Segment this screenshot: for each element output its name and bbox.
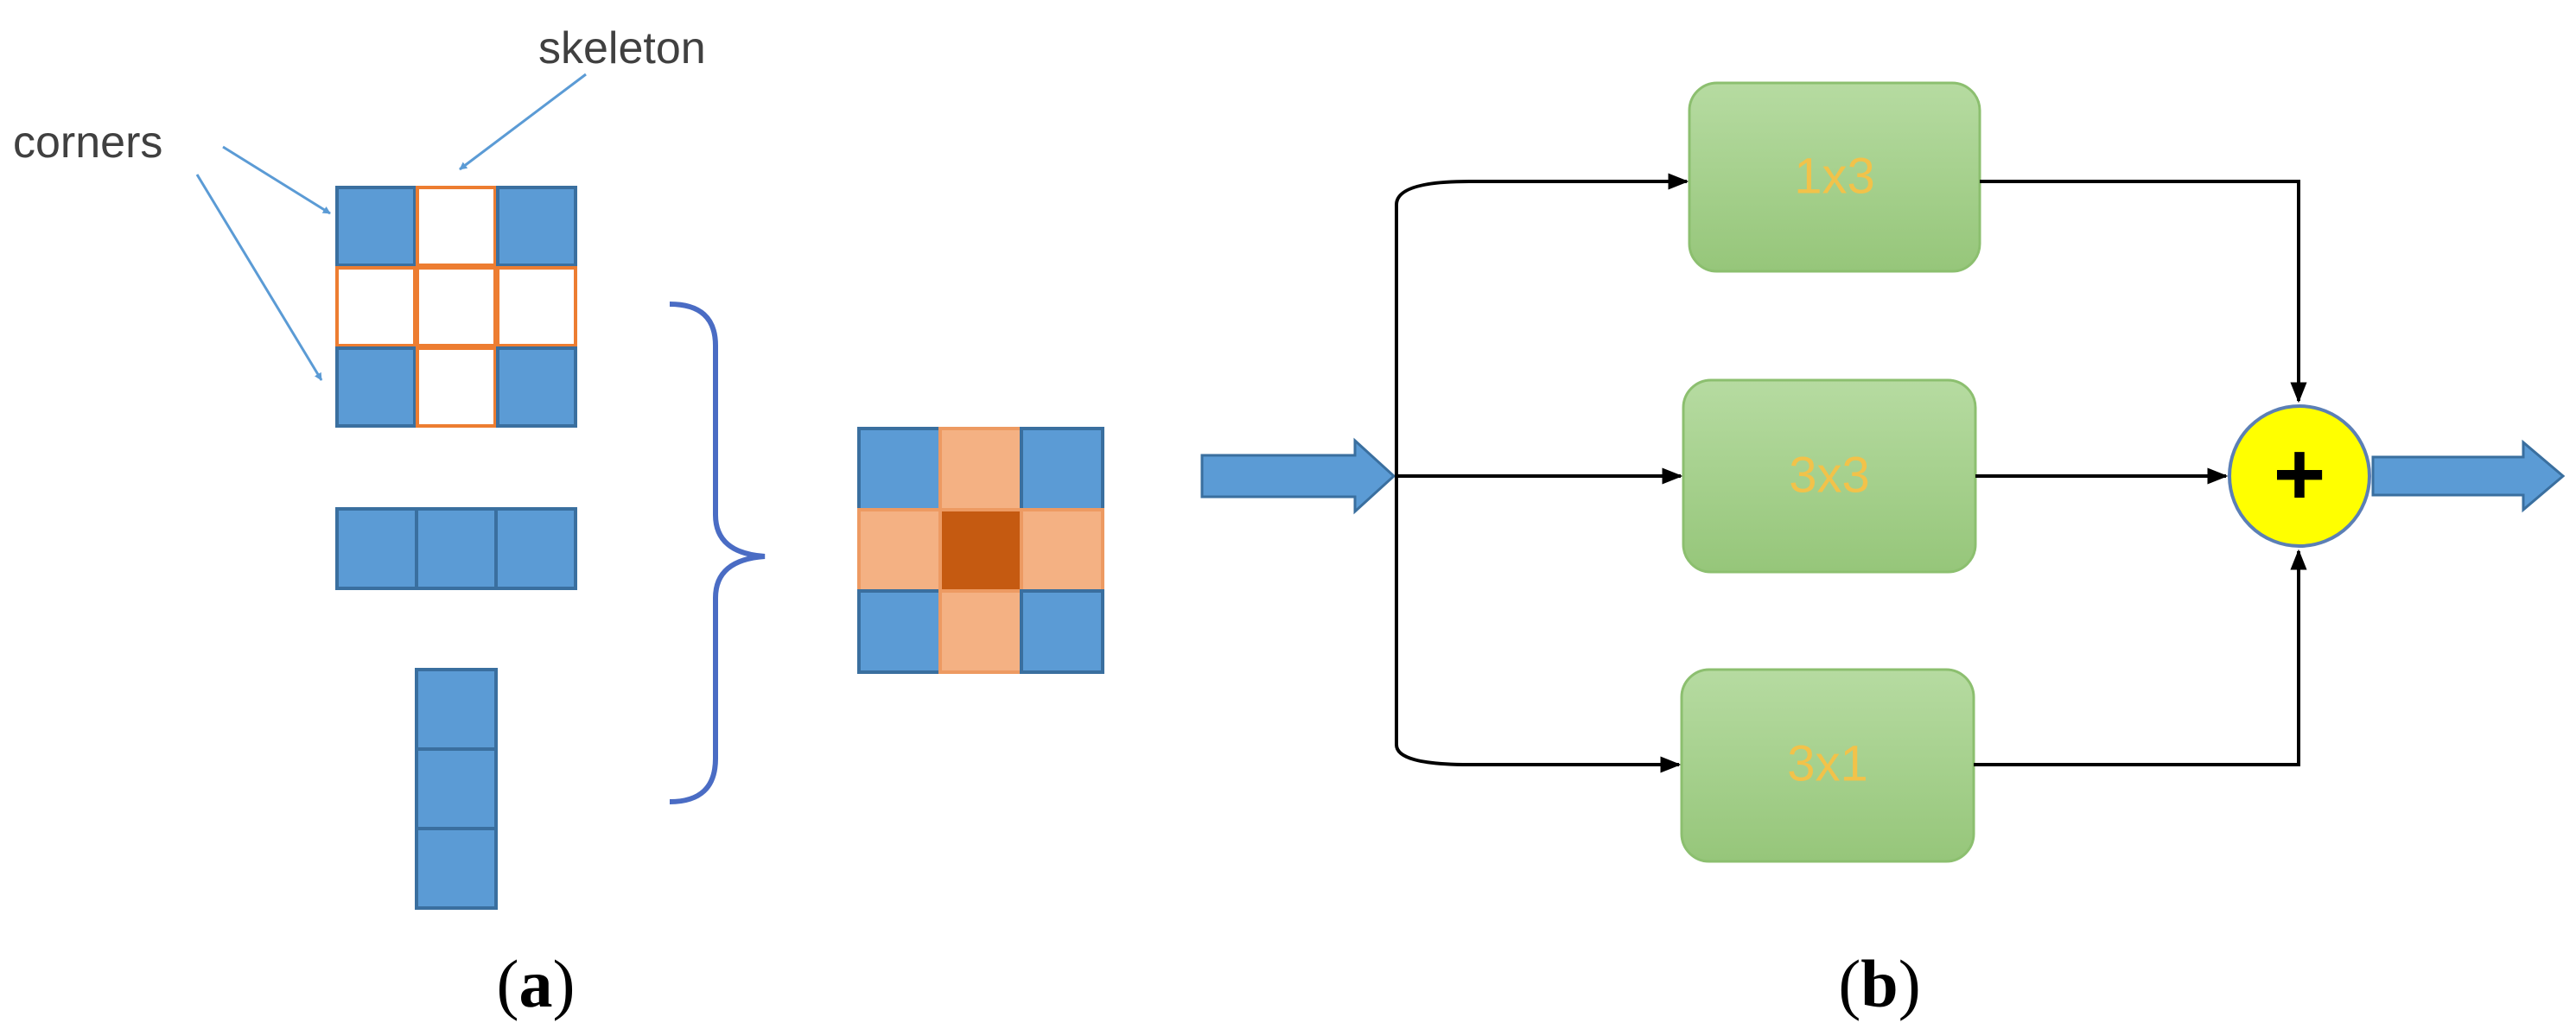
corners-arrow-bottom xyxy=(195,174,323,381)
connector-3x1-to-sum xyxy=(1974,549,2307,766)
kernel-cell xyxy=(335,507,418,590)
kernel-skeleton-cell xyxy=(416,186,497,267)
kernel-3x3-skeleton-corners xyxy=(335,186,577,428)
kernel-corner-cell xyxy=(496,346,577,428)
corners-arrow-top xyxy=(222,145,331,215)
connector-1x3-to-sum xyxy=(1980,180,2307,403)
kernel-cell xyxy=(415,747,498,830)
conv-box-3x3-label: 3x3 xyxy=(1789,447,1870,503)
kernel-corner-cell xyxy=(335,186,417,267)
kernel-cell xyxy=(494,507,577,590)
connector-to-1x3 xyxy=(1395,173,1689,476)
caption-a: (a) xyxy=(497,946,576,1021)
kernel-cell xyxy=(415,507,498,590)
combined-skeleton-cell xyxy=(857,508,942,593)
caption-b-letter: b xyxy=(1860,946,1898,1021)
combined-center-cell xyxy=(938,508,1023,593)
kernel-cell xyxy=(415,668,498,751)
kernel-skeleton-cell xyxy=(416,346,497,428)
connector-to-3x1 xyxy=(1395,476,1682,773)
combined-skeleton-cell xyxy=(938,589,1023,674)
plus-icon: + xyxy=(2274,424,2326,524)
input-arrow xyxy=(1200,437,1396,515)
kernel-1x3 xyxy=(335,507,577,590)
panel-a: corners skeleton xyxy=(13,23,1104,1021)
skeleton-arrow xyxy=(459,73,587,171)
conv-box-1x3-rect xyxy=(1688,81,1981,273)
conv-box-3x3: 3x3 xyxy=(1682,378,1977,574)
panel-b: 1x3 3x3 3x1 + (b) xyxy=(1200,81,2566,1021)
combined-corner-cell xyxy=(1020,589,1104,674)
skeleton-label: skeleton xyxy=(538,23,706,73)
kernel-corner-cell xyxy=(496,186,577,267)
kernel-cell xyxy=(415,827,498,910)
kernel-skeleton-cell xyxy=(416,266,497,347)
output-arrow xyxy=(2371,439,2566,513)
corners-label: corners xyxy=(13,118,162,168)
curly-brace xyxy=(669,302,766,804)
caption-a-letter: a xyxy=(519,946,553,1021)
kernel-skeleton-cell xyxy=(335,266,417,347)
kernel-skeleton-cell xyxy=(496,266,577,347)
sum-node: + xyxy=(2228,404,2371,548)
kernel-corner-cell xyxy=(335,346,417,428)
conv-box-3x1: 3x1 xyxy=(1680,668,1975,863)
conv-box-1x3: 1x3 xyxy=(1688,81,1981,273)
caption-b: (b) xyxy=(1838,946,1920,1021)
combined-corner-cell xyxy=(1020,427,1104,511)
combined-corner-cell xyxy=(857,427,942,511)
kernel-3x1 xyxy=(415,668,498,910)
conv-box-3x1-label: 3x1 xyxy=(1787,735,1868,791)
conv-box-1x3-label: 1x3 xyxy=(1794,148,1875,204)
combined-kernel xyxy=(857,427,1104,674)
combined-skeleton-cell xyxy=(938,427,1023,511)
combined-corner-cell xyxy=(857,589,942,674)
sum-circle xyxy=(2228,404,2371,548)
combined-skeleton-cell xyxy=(1020,508,1104,593)
